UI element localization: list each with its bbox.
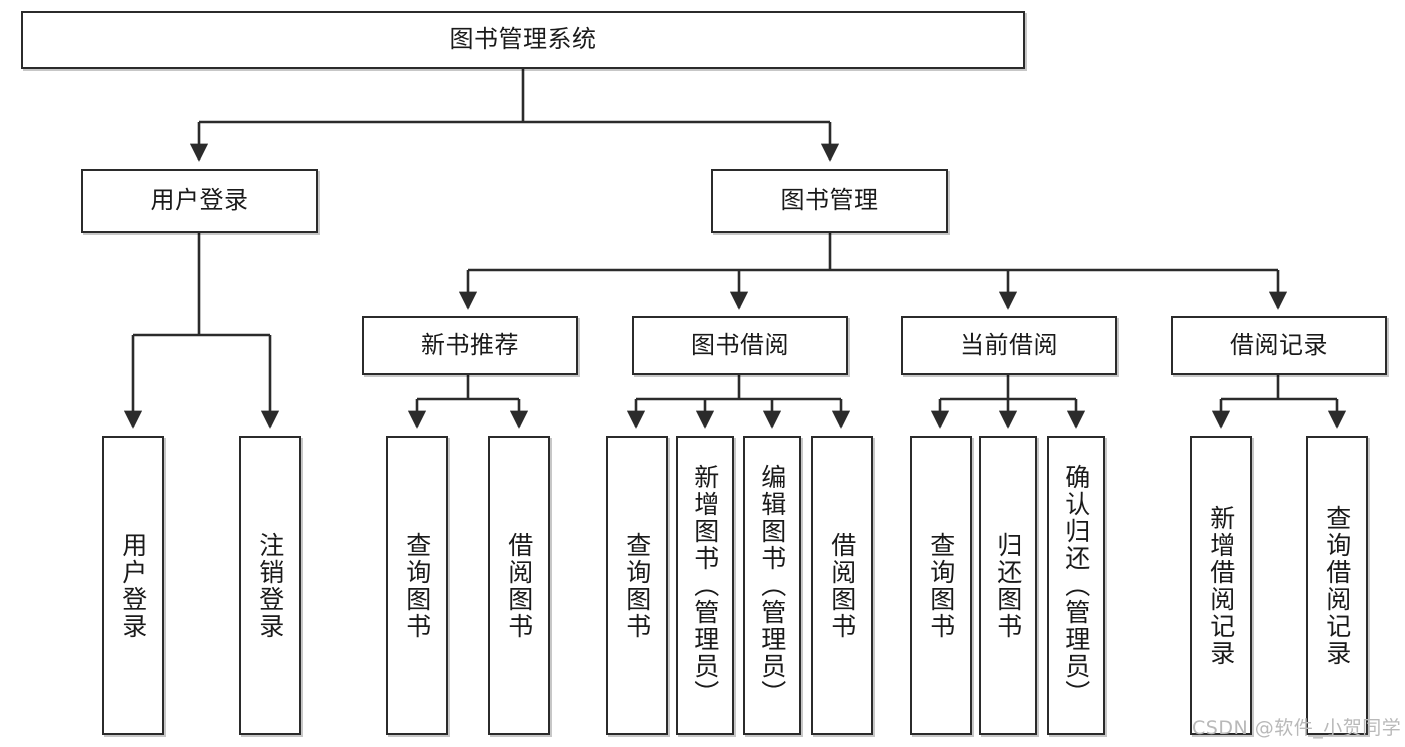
watermark-csdn: CSDN @软件_小贺同学 [1192, 717, 1402, 739]
leaf-user-login-logout[interactable]: 注销登录 [239, 436, 301, 735]
node-current-borrow[interactable]: 当前借阅 [901, 316, 1117, 375]
leaf-current-borrow-query[interactable]: 查询图书 [910, 436, 972, 735]
node-label: 新增图书（管理员） [690, 464, 720, 707]
node-root-book-management-system[interactable]: 图书管理系统 [21, 11, 1025, 69]
leaf-book-borrow-query[interactable]: 查询图书 [606, 436, 668, 735]
leaf-book-borrow-edit[interactable]: 编辑图书（管理员） [743, 436, 801, 735]
node-user-login[interactable]: 用户登录 [81, 169, 318, 233]
node-label: 新增借阅记录 [1206, 504, 1236, 667]
node-label: 查询借阅记录 [1322, 504, 1352, 667]
node-label: 用户登录 [150, 186, 249, 215]
node-label: 借阅记录 [1230, 330, 1328, 359]
node-label: 图书管理系统 [449, 25, 597, 54]
leaf-user-login-login[interactable]: 用户登录 [102, 436, 164, 735]
leaf-book-borrow-add[interactable]: 新增图书（管理员） [676, 436, 734, 735]
leaf-new-book-borrow[interactable]: 借阅图书 [488, 436, 550, 735]
leaf-borrow-record-add[interactable]: 新增借阅记录 [1190, 436, 1252, 735]
node-label: 借阅图书 [827, 531, 857, 640]
node-new-book-recommend[interactable]: 新书推荐 [362, 316, 578, 375]
node-label: 用户登录 [118, 531, 148, 640]
node-label: 归还图书 [993, 531, 1023, 640]
node-label: 确认归还（管理员） [1061, 464, 1091, 707]
leaf-borrow-record-query[interactable]: 查询借阅记录 [1306, 436, 1368, 735]
node-label: 查询图书 [926, 531, 956, 640]
node-label: 查询图书 [402, 531, 432, 640]
leaf-book-borrow-borrow[interactable]: 借阅图书 [811, 436, 873, 735]
node-book-management[interactable]: 图书管理 [711, 169, 948, 233]
node-label: 当前借阅 [960, 330, 1058, 359]
node-label: 编辑图书（管理员） [757, 464, 787, 707]
leaf-current-borrow-confirm[interactable]: 确认归还（管理员） [1047, 436, 1105, 735]
node-label: 图书借阅 [691, 330, 789, 359]
node-label: 图书管理 [780, 186, 879, 215]
node-label: 查询图书 [622, 531, 652, 640]
leaf-new-book-query[interactable]: 查询图书 [386, 436, 448, 735]
node-borrow-record[interactable]: 借阅记录 [1171, 316, 1387, 375]
node-label: 注销登录 [255, 531, 285, 640]
node-label: 借阅图书 [504, 531, 534, 640]
node-label: 新书推荐 [421, 330, 519, 359]
node-book-borrow[interactable]: 图书借阅 [632, 316, 848, 375]
leaf-current-borrow-return[interactable]: 归还图书 [979, 436, 1037, 735]
